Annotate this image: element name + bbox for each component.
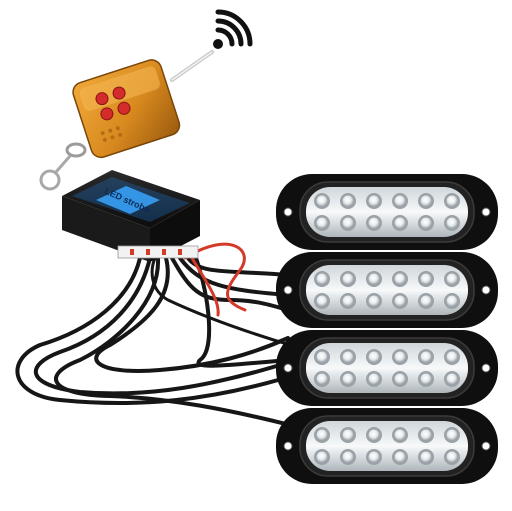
- led-chip: [420, 273, 432, 285]
- led-chip: [420, 295, 432, 307]
- led-chip: [420, 195, 432, 207]
- led-chip: [342, 429, 354, 441]
- strobe-controller-box: LED strobe: [62, 170, 200, 262]
- led-chip: [316, 351, 328, 363]
- led-chip: [446, 295, 458, 307]
- led-chip: [368, 373, 380, 385]
- led-chip: [316, 273, 328, 285]
- led-chip: [394, 429, 406, 441]
- led-chip: [342, 451, 354, 463]
- led-chip: [368, 273, 380, 285]
- led-chip: [316, 429, 328, 441]
- led-strobe-lights: [276, 174, 498, 484]
- wire-harness: [15, 242, 292, 427]
- remote-buttons: [95, 86, 131, 121]
- led-chip: [368, 217, 380, 229]
- led-chip: [394, 217, 406, 229]
- led-chip: [316, 295, 328, 307]
- led-chip: [446, 351, 458, 363]
- led-strobe-bar: [276, 408, 498, 484]
- led-chip: [420, 217, 432, 229]
- led-chip: [342, 351, 354, 363]
- remote-keyfob: [72, 59, 181, 159]
- led-chip: [420, 429, 432, 441]
- led-chip: [446, 217, 458, 229]
- led-chip: [342, 295, 354, 307]
- led-strobe-bar: [276, 252, 498, 328]
- led-chip: [394, 195, 406, 207]
- led-chip: [368, 429, 380, 441]
- remote-antenna: [170, 50, 214, 82]
- led-chip: [394, 351, 406, 363]
- led-chip: [368, 451, 380, 463]
- led-chip: [342, 195, 354, 207]
- led-chip: [342, 273, 354, 285]
- led-chip: [446, 429, 458, 441]
- led-chip: [394, 451, 406, 463]
- led-chip: [446, 451, 458, 463]
- led-chip: [342, 373, 354, 385]
- led-chip: [420, 373, 432, 385]
- led-chip: [394, 295, 406, 307]
- led-chip: [394, 373, 406, 385]
- led-strobe-bar: [276, 174, 498, 250]
- led-chip: [420, 451, 432, 463]
- led-chip: [420, 351, 432, 363]
- led-chip: [316, 195, 328, 207]
- led-chip: [368, 295, 380, 307]
- wifi-signal-icon: [213, 9, 253, 49]
- led-chip: [316, 217, 328, 229]
- led-chip: [368, 195, 380, 207]
- led-chip: [394, 273, 406, 285]
- led-chip: [368, 351, 380, 363]
- led-chip: [446, 195, 458, 207]
- led-chip: [342, 217, 354, 229]
- led-strobe-bar: [276, 330, 498, 406]
- led-chip: [446, 273, 458, 285]
- led-chip: [446, 373, 458, 385]
- led-chip: [316, 451, 328, 463]
- led-chip: [316, 373, 328, 385]
- keyring-icon: [39, 142, 87, 191]
